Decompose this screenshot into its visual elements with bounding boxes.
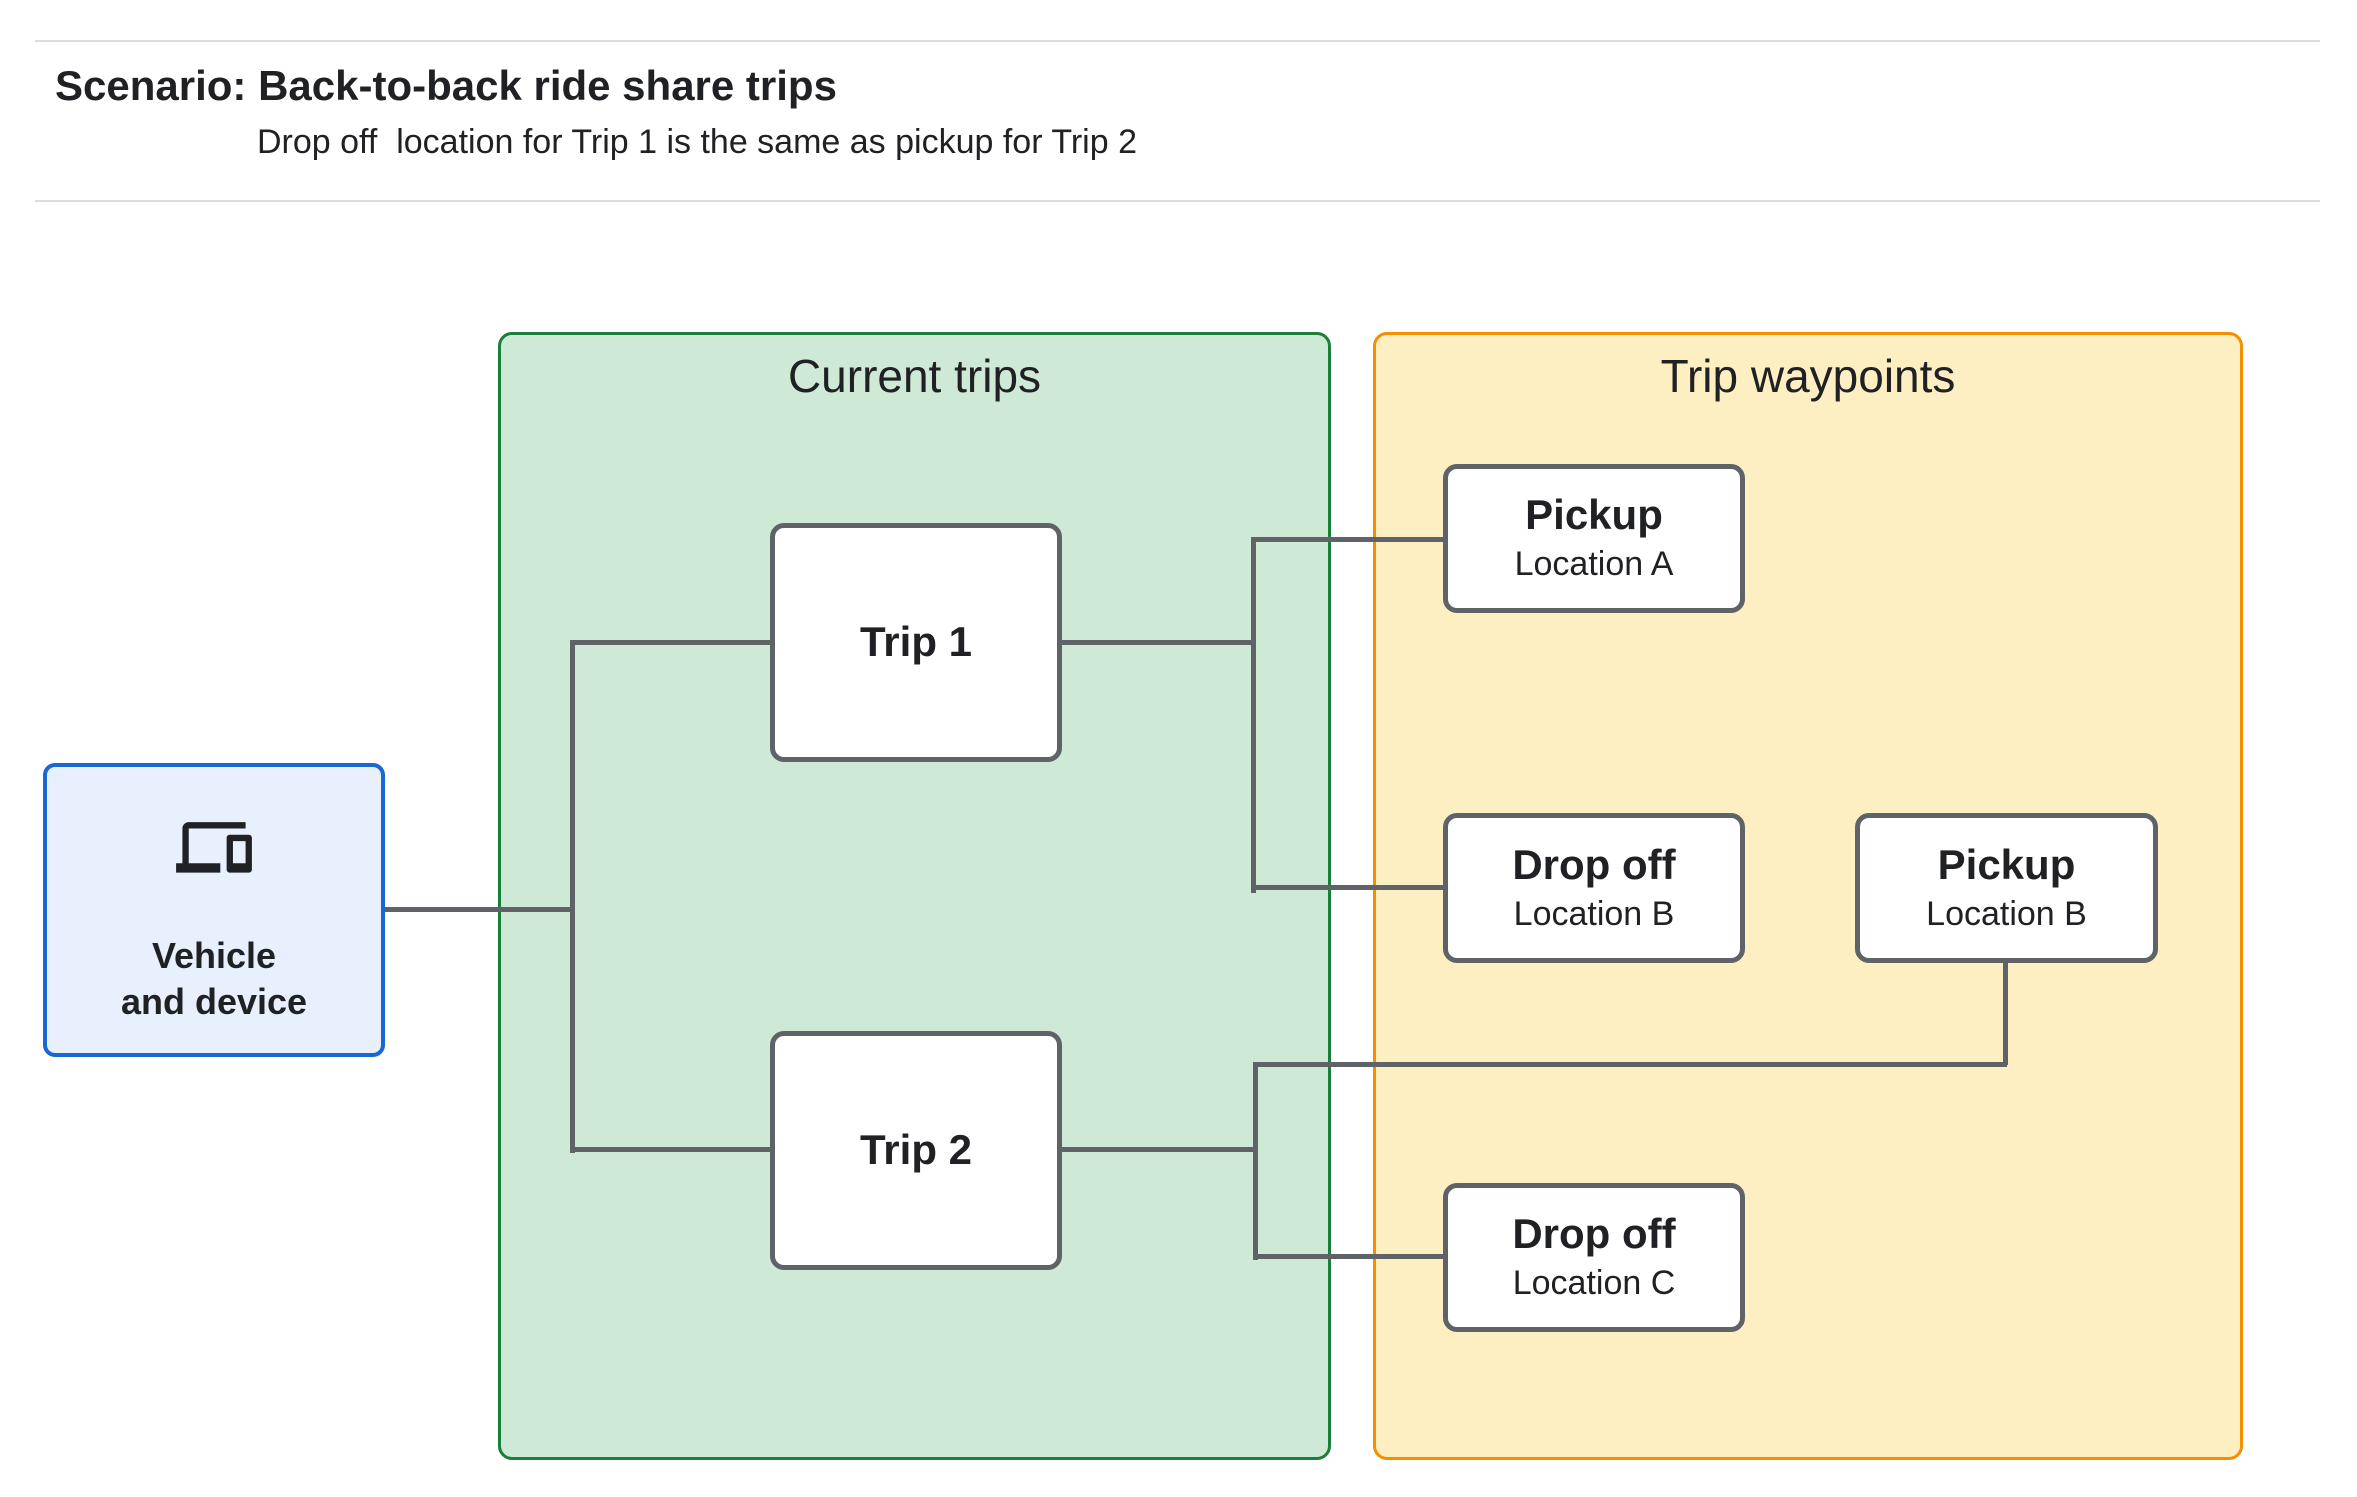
header-divider bbox=[35, 200, 2320, 202]
pickup-location-b-node: Pickup Location B bbox=[1855, 813, 2158, 963]
top-divider bbox=[35, 40, 2320, 42]
pickup-a-label: Pickup bbox=[1525, 491, 1663, 539]
pickup-b-sublabel: Location B bbox=[1926, 894, 2087, 933]
dropoff-b-sublabel: Location B bbox=[1513, 894, 1675, 933]
vehicle-node-label: Vehicle and device bbox=[121, 933, 307, 1025]
vehicle-and-device-node: Vehicle and device bbox=[43, 763, 385, 1057]
vehicle-label-line2: and device bbox=[120, 981, 308, 1023]
trip-1-label: Trip 1 bbox=[859, 618, 973, 666]
trip-2-label: Trip 2 bbox=[859, 1126, 973, 1174]
pickup-location-a-node: Pickup Location A bbox=[1443, 464, 1745, 613]
connector-trunk-trip1 bbox=[570, 640, 772, 645]
dropoff-c-label: Drop off bbox=[1512, 1210, 1676, 1258]
trip-1-node: Trip 1 bbox=[770, 523, 1062, 762]
connector-trunk-vertical bbox=[570, 640, 575, 1153]
devices-icon bbox=[176, 819, 252, 879]
connector-trip2-vertical bbox=[1253, 1062, 1258, 1260]
dropoff-location-c-node: Drop off Location C bbox=[1443, 1183, 1745, 1332]
connector-trip1-pickup-a bbox=[1251, 537, 1445, 542]
dropoff-c-sublabel: Location C bbox=[1512, 1264, 1676, 1303]
connector-trip1-dropoff-b bbox=[1251, 885, 1445, 890]
connector-trip2-branch bbox=[1060, 1147, 1258, 1152]
connector-pickup-b-drop bbox=[2003, 960, 2008, 1065]
connector-trip2-pickup-b bbox=[1253, 1062, 2007, 1067]
trip-waypoints-title: Trip waypoints bbox=[1660, 350, 1956, 402]
connector-trip2-dropoff-c bbox=[1253, 1254, 1445, 1259]
pickup-b-label: Pickup bbox=[1937, 840, 2076, 888]
current-trips-panel: Current trips bbox=[498, 332, 1331, 1460]
page-subtitle: Drop off location for Trip 1 is the same… bbox=[257, 123, 1137, 161]
connector-vehicle-trunk bbox=[385, 907, 575, 912]
connector-trip1-branch bbox=[1060, 640, 1255, 645]
pickup-a-sublabel: Location A bbox=[1514, 545, 1674, 584]
dropoff-b-label: Drop off bbox=[1512, 840, 1676, 888]
page-title: Scenario: Back-to-back ride share trips bbox=[55, 62, 837, 109]
connector-trunk-trip2 bbox=[570, 1147, 772, 1152]
trip-2-node: Trip 2 bbox=[770, 1031, 1062, 1270]
dropoff-location-b-node: Drop off Location B bbox=[1443, 813, 1745, 963]
connector-trip1-vertical bbox=[1251, 538, 1256, 893]
current-trips-title: Current trips bbox=[787, 350, 1042, 402]
vehicle-label-line1: Vehicle bbox=[151, 935, 277, 976]
